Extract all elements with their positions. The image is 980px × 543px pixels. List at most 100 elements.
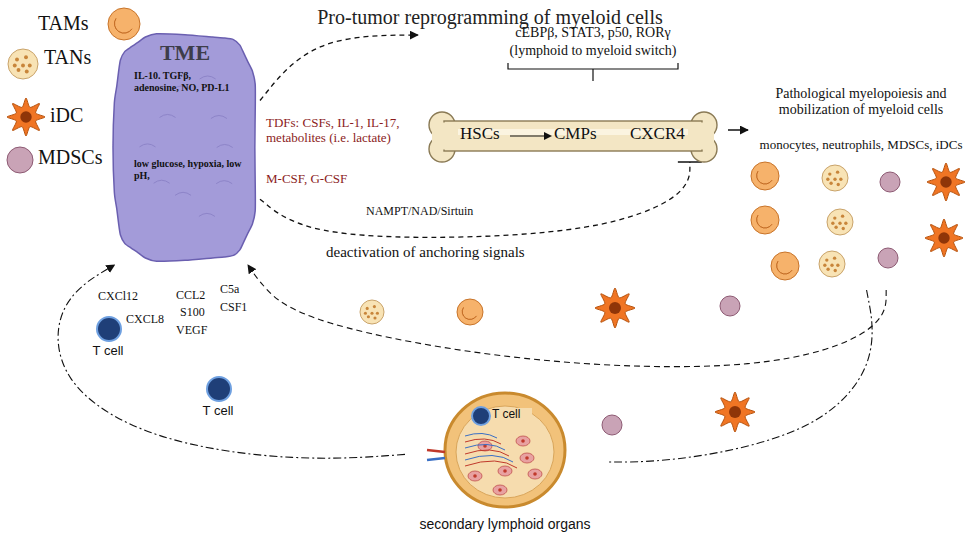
cell-name: T cell	[78, 344, 138, 359]
graphic-part	[457, 299, 483, 325]
graphic-part	[606, 421, 617, 432]
graphic-part	[7, 147, 33, 173]
bracket	[508, 63, 678, 81]
cell-texture	[154, 180, 170, 183]
mdsc-cell	[878, 248, 898, 268]
graphic-part	[498, 488, 502, 492]
cell-texture	[200, 76, 216, 79]
graphic-part	[25, 70, 29, 74]
tcell-cell	[472, 407, 490, 425]
tam-cell	[751, 206, 779, 234]
tan-icon: TANs	[4, 44, 106, 84]
graphic-part	[17, 68, 21, 72]
tan-cell	[819, 251, 845, 277]
tan-cell	[827, 209, 853, 235]
graphic-part	[373, 316, 376, 319]
connector	[260, 35, 418, 100]
graphic-part	[826, 268, 829, 271]
graphic-part	[508, 63, 678, 69]
tumor-text: IL-10. TGFβ, adenosine, NO, PD-L1	[134, 70, 234, 93]
chemokine-label: C5a	[220, 283, 250, 297]
graphic-part	[751, 206, 779, 234]
graphic-part	[260, 35, 418, 100]
mdsc-icon: MDSCs	[4, 140, 110, 180]
graphic-part	[837, 183, 840, 186]
graphic-part	[925, 219, 963, 257]
group-text: Pathological myelopoiesis and mobilizati…	[748, 86, 974, 118]
graphic-part	[882, 254, 893, 265]
graphic-part	[720, 296, 740, 316]
graphic-part	[376, 312, 379, 315]
pathway-label: NAMPT/NAD/Sirtuin	[366, 205, 496, 219]
idc-cell	[715, 392, 755, 432]
graphic-part	[367, 315, 370, 318]
graphic-part	[819, 251, 845, 277]
tam-cell	[751, 162, 779, 190]
graphic-part	[8, 49, 38, 79]
graphic-part	[493, 485, 507, 495]
graphic-part	[427, 450, 445, 452]
diagram-title: Pro-tumor reprogramming of myeloid cells	[0, 6, 980, 29]
bone-text: CMPs	[554, 124, 604, 144]
chemokine-label: S100	[180, 306, 220, 320]
connector	[728, 129, 748, 131]
chemokine-label: CXCL8	[126, 313, 176, 327]
graphic-part	[108, 8, 140, 40]
graphic-part	[465, 461, 517, 468]
graphic-part	[607, 290, 872, 462]
graphic-part	[833, 178, 836, 181]
graphic-part	[938, 232, 949, 243]
graphic-part	[15, 58, 19, 62]
graphic-part	[114, 18, 132, 33]
cell-texture	[175, 192, 191, 195]
graphic-part	[609, 302, 621, 314]
graphic-part	[503, 469, 507, 473]
graphic-part	[366, 307, 369, 310]
graphic-part	[729, 406, 741, 418]
graphic-part	[473, 474, 477, 478]
lymph-node: T cellsecondary lymphoid organs	[405, 386, 607, 538]
group-text: monocytes, neutrophils, MDSCs, iDCs	[748, 138, 974, 153]
connector	[260, 162, 690, 237]
graphic-part	[516, 436, 530, 446]
graphic-part	[880, 172, 900, 192]
idc-cell	[7, 98, 45, 136]
graphic-part	[757, 171, 772, 184]
factor-label: TDFs: CSFs, IL-1, IL-17, metabolites (i.…	[266, 116, 416, 146]
graphic-part	[844, 222, 847, 225]
chemokine-label: CXCl12	[98, 290, 148, 304]
tam-cell	[457, 299, 483, 325]
mdsc-cell	[880, 172, 900, 192]
graphic-part	[940, 176, 951, 187]
graphic-part	[28, 64, 32, 68]
graphic-part	[878, 248, 898, 268]
graphic-part	[839, 178, 842, 181]
graphic-part	[465, 433, 497, 438]
graphic-part	[207, 377, 231, 401]
cell-name: iDC	[50, 104, 94, 127]
graphic-part	[432, 123, 714, 150]
graphic-part	[834, 226, 837, 229]
graphic-part	[58, 265, 405, 458]
chemokine-label: CCL2	[176, 289, 216, 303]
chemokine-label: VEGF	[176, 324, 216, 338]
graphic-part	[602, 415, 622, 435]
graphic-part	[364, 312, 367, 315]
tumor-text: low glucose, hypoxia, low pH,	[134, 158, 246, 181]
graphic-part	[520, 453, 534, 463]
cell-texture	[160, 114, 176, 117]
graphic-part	[370, 312, 373, 315]
graphic-part	[462, 307, 476, 319]
graphic-part	[20, 111, 31, 122]
graphic-part	[751, 162, 779, 190]
graphic-part	[360, 300, 384, 324]
graphic-part	[465, 439, 501, 444]
graphic-part	[260, 162, 702, 237]
bone-drawing	[429, 112, 717, 162]
tcell-cell	[207, 377, 231, 401]
lymph-node-drawing	[427, 393, 565, 507]
graphic-part	[827, 209, 853, 235]
graphic-part	[829, 182, 832, 185]
idc-cell	[595, 288, 635, 328]
